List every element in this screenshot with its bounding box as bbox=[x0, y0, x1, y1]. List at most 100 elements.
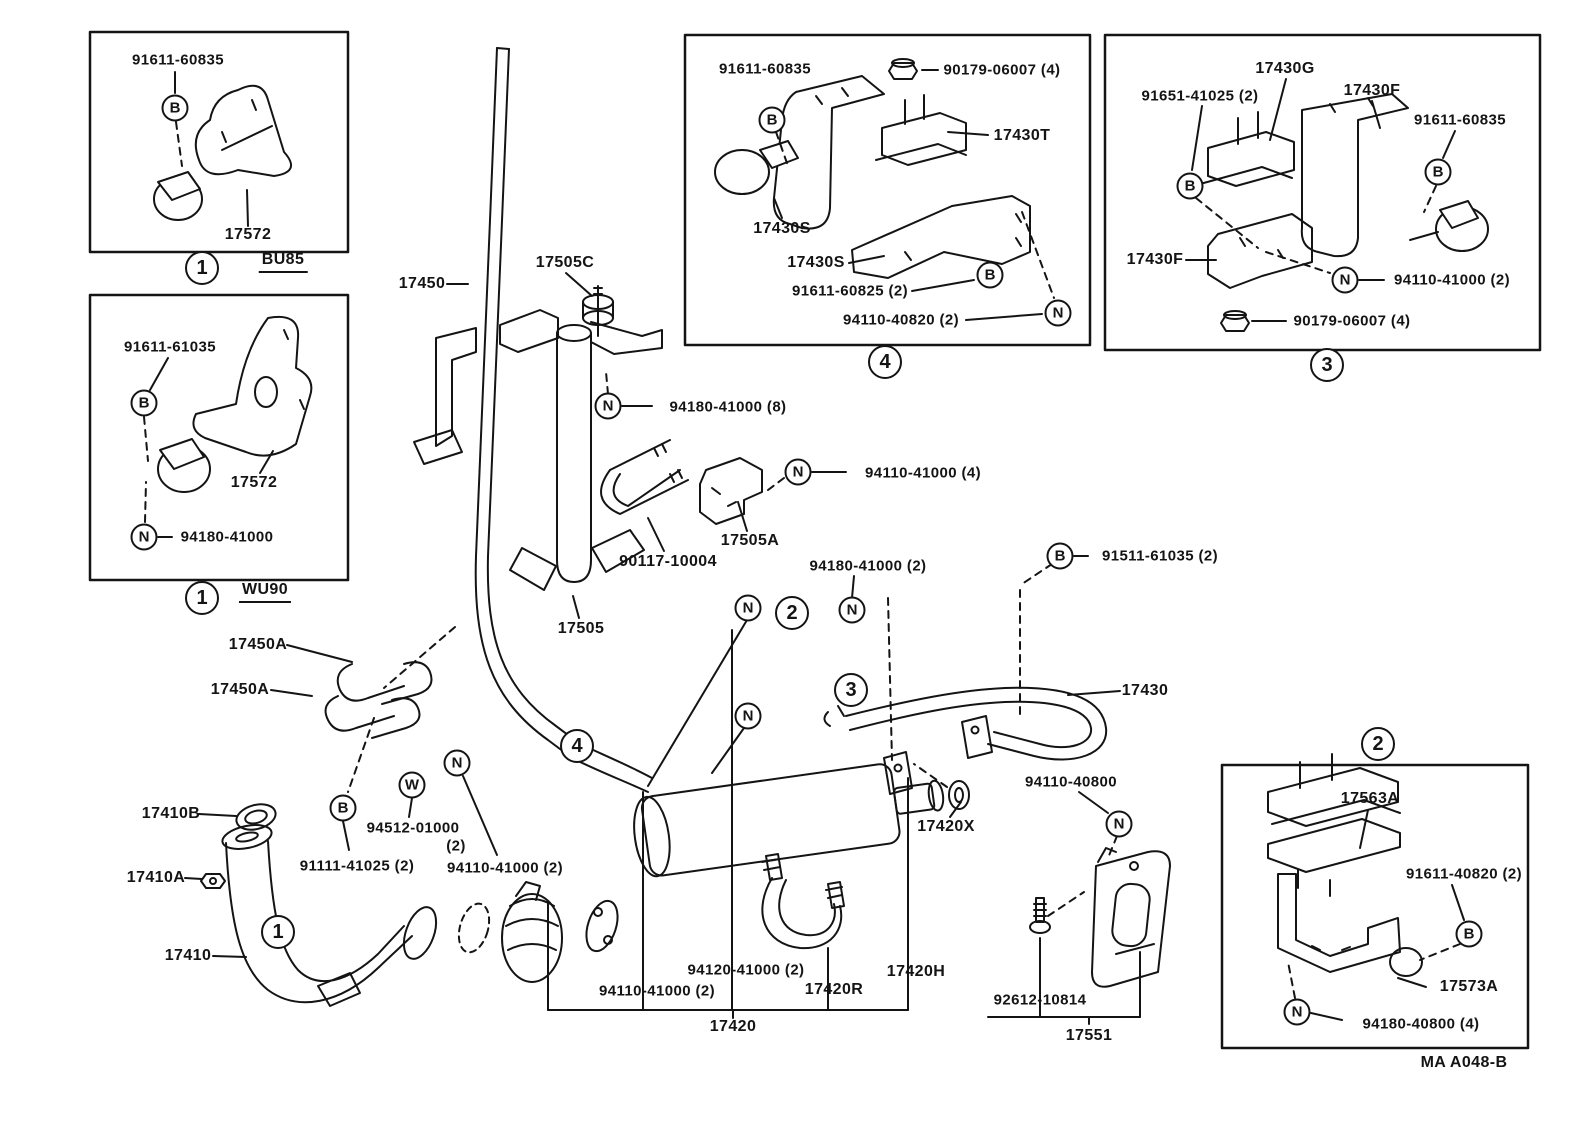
part-label-17420r: 17420R bbox=[804, 981, 864, 998]
part-label-17420: 17420 bbox=[709, 1018, 757, 1035]
part-label-17505c: 17505C bbox=[535, 254, 595, 271]
part-label-91611-60835-box4: 91611-60835 bbox=[719, 60, 811, 78]
variant-code-bu85: BU85 bbox=[258, 251, 308, 273]
callout-letter-n-box3: N bbox=[1331, 266, 1359, 294]
part-label-94180-41000-2: 94180-41000 (2) bbox=[809, 557, 927, 575]
small-hardware-art bbox=[184, 763, 970, 889]
callout-letter-w-94512: W bbox=[398, 771, 426, 799]
part-label-17551: 17551 bbox=[1065, 1027, 1113, 1044]
front-pipe-17450-art bbox=[413, 47, 653, 793]
part-label-94110-41000-box3: 94110-41000 (2) bbox=[1393, 271, 1511, 289]
part-label-17430f-a: 17430F bbox=[1343, 82, 1401, 99]
box4-art bbox=[714, 58, 1055, 321]
u-bolt-art bbox=[600, 371, 785, 552]
callout-letter-b-box3b: B bbox=[1424, 158, 1452, 186]
variant-code-wu90: WU90 bbox=[238, 581, 292, 603]
callout-letter-n-40800: N bbox=[1105, 810, 1133, 838]
part-label-94120-41000: 94120-41000 (2) bbox=[687, 961, 805, 979]
callout-letter-n-94110-4: N bbox=[784, 458, 812, 486]
part-label-94110-41000-mid: 94110-41000 (2) bbox=[598, 982, 716, 1000]
callout-letter-b-bu85: B bbox=[161, 94, 189, 122]
part-label-17420x: 17420X bbox=[917, 818, 975, 835]
clamp-17450a-art bbox=[270, 626, 456, 793]
part-label-17450a-1: 17450A bbox=[228, 636, 288, 653]
muffler-art bbox=[633, 763, 945, 878]
part-label-90179-06007-box3: 90179-06007 (4) bbox=[1293, 312, 1411, 330]
callout-number-1-pipe: 1 bbox=[261, 915, 295, 949]
callout-number-1-wu90: 1 bbox=[185, 581, 219, 615]
part-label-94110-41000-4: 94110-41000 (4) bbox=[864, 464, 982, 482]
insulator-17505c-art bbox=[565, 272, 614, 337]
part-label-17430f-b: 17430F bbox=[1126, 251, 1184, 268]
part-label-94110-40820: 94110-40820 (2) bbox=[842, 311, 960, 329]
part-label-91511-61035: 91511-61035 (2) bbox=[1101, 547, 1219, 565]
part-label-91611-60835-box3: 91611-60835 bbox=[1414, 111, 1506, 129]
part-label-17430t: 17430T bbox=[993, 127, 1051, 144]
part-label-17430s-b: 17430S bbox=[787, 254, 845, 271]
part-label-17430s-a: 17430S bbox=[753, 220, 811, 237]
callout-letter-n-94180-8: N bbox=[594, 392, 622, 420]
hook-17420r-art bbox=[761, 853, 845, 950]
stay-pipe-17505-art bbox=[499, 309, 663, 619]
callout-number-4-main: 4 bbox=[560, 729, 594, 763]
box2-art bbox=[1267, 753, 1465, 1021]
part-label-94512-01000-qty: (2) bbox=[446, 837, 466, 855]
part-label-91611-60835-bu85: 91611-60835 bbox=[132, 51, 224, 69]
callout-letter-b-wu90: B bbox=[130, 389, 158, 417]
part-label-17572-bu85: 17572 bbox=[224, 226, 272, 243]
part-label-94110-41000-flange: 94110-41000 (2) bbox=[446, 859, 564, 877]
part-label-17410b: 17410B bbox=[141, 805, 201, 822]
callout-letter-b-box2: B bbox=[1455, 920, 1483, 948]
callout-number-2-main: 2 bbox=[775, 596, 809, 630]
callout-letter-n-flange: N bbox=[443, 749, 471, 777]
callout-letter-b-91511: B bbox=[1046, 542, 1074, 570]
part-label-17505a: 17505A bbox=[720, 532, 780, 549]
part-label-17420h: 17420H bbox=[886, 963, 946, 980]
protector-17551-art bbox=[1029, 791, 1171, 988]
callout-letter-n-box2: N bbox=[1283, 998, 1311, 1026]
part-label-17450: 17450 bbox=[398, 275, 446, 292]
tail-pipe-art bbox=[823, 686, 1121, 795]
part-label-17430g: 17430G bbox=[1255, 60, 1315, 77]
callout-letter-n-box4: N bbox=[1044, 299, 1072, 327]
part-label-92612-10814: 92612-10814 bbox=[993, 991, 1087, 1009]
part-label-17430: 17430 bbox=[1121, 682, 1169, 699]
callout-letter-n-mid-lower: N bbox=[734, 702, 762, 730]
part-label-91611-40820: 91611-40820 (2) bbox=[1405, 865, 1523, 883]
callout-letter-b-box4a: B bbox=[758, 106, 786, 134]
callout-letter-b-box4b: B bbox=[976, 261, 1004, 289]
bu85-bracket-art bbox=[153, 71, 293, 227]
callout-letter-n-94180-2: N bbox=[838, 596, 866, 624]
part-label-90179-06007-box4: 90179-06007 (4) bbox=[943, 61, 1061, 79]
callout-number-1-bu85: 1 bbox=[185, 251, 219, 285]
part-label-91111-41025: 91111-41025 (2) bbox=[299, 857, 415, 875]
box3-art bbox=[1185, 78, 1489, 332]
part-label-17505: 17505 bbox=[557, 620, 605, 637]
callout-number-4-box4: 4 bbox=[868, 345, 902, 379]
part-label-90117-10004: 90117-10004 bbox=[619, 553, 717, 570]
part-label-91611-61035: 91611-61035 bbox=[124, 338, 216, 356]
part-label-94180-41000: 94180-41000 bbox=[180, 528, 274, 546]
exhaust-pipe-17410-art bbox=[212, 824, 438, 1007]
part-label-17410: 17410 bbox=[164, 947, 212, 964]
callout-number-3-main: 3 bbox=[834, 673, 868, 707]
drawing-code: MA A048-B bbox=[1420, 1054, 1508, 1071]
part-label-17410a: 17410A bbox=[126, 869, 186, 886]
part-label-94180-41000-8: 94180-41000 (8) bbox=[669, 398, 787, 416]
part-label-94512-01000: 94512-01000 bbox=[366, 819, 460, 837]
leader-lines bbox=[342, 405, 1141, 1025]
part-label-17572-wu90: 17572 bbox=[230, 474, 278, 491]
part-label-94180-40800: 94180-40800 (4) bbox=[1362, 1015, 1480, 1033]
inset-box-frames bbox=[88, 30, 1542, 1050]
valve-art bbox=[457, 881, 619, 983]
callout-number-3-box3: 3 bbox=[1310, 348, 1344, 382]
wu90-bracket-art bbox=[143, 316, 313, 538]
callout-letter-n-mid-upper: N bbox=[734, 594, 762, 622]
part-label-17573a: 17573A bbox=[1439, 978, 1499, 995]
callout-letter-n-wu90: N bbox=[130, 523, 158, 551]
part-label-94110-40800: 94110-40800 bbox=[1025, 773, 1117, 791]
callout-number-2-box2: 2 bbox=[1361, 727, 1395, 761]
callout-letter-b-91111: B bbox=[329, 794, 357, 822]
